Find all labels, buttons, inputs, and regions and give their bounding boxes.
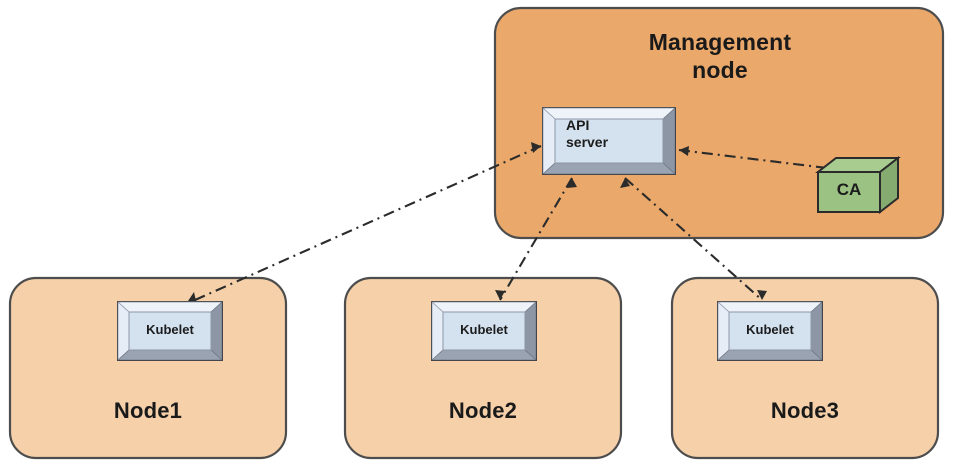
kubelet2-face [442,311,526,351]
api-server-bevel-right [662,107,676,175]
arrowhead-kubelet2 [495,290,505,300]
arrowhead-api-right [679,146,689,156]
kubelet1-bevel-top [117,301,223,313]
connector-api-to-kubelet1 [185,145,542,305]
kubelet2-bevel-bottom [431,349,537,361]
kubelet-box-node3[interactable] [717,301,823,361]
kubelet1-face [128,311,212,351]
kubelet-box-node1[interactable] [117,301,223,361]
kubelet3-face [728,311,812,351]
node-zone-node2 [343,276,623,460]
api-server-bevel-top [542,107,676,120]
kubelet3-bevel-top [717,301,823,313]
arrowhead-kubelet3 [757,290,767,300]
kubelet2-bevel-top [431,301,537,313]
arrowhead-api-bottom-right [620,178,630,188]
kubelet-box-node2[interactable] [431,301,537,361]
connectors-group [185,145,861,305]
kubelet1-bevel-bottom [117,349,223,361]
api-server-bevel-left [542,107,556,175]
connector-api-to-kubelet3 [624,177,763,301]
arrowhead-api-left [531,142,541,153]
ca-box[interactable] [815,155,901,215]
api-server-box[interactable] [542,107,676,175]
connector-api-to-kubelet2 [499,177,573,301]
arrowhead-api-bottom-left [567,178,577,188]
kubelet3-bevel-bottom [717,349,823,361]
api-server-bevel-bottom [542,162,676,175]
ca-front-face [817,171,881,213]
connector-api-to-ca [678,148,861,174]
api-server-face [554,118,664,164]
